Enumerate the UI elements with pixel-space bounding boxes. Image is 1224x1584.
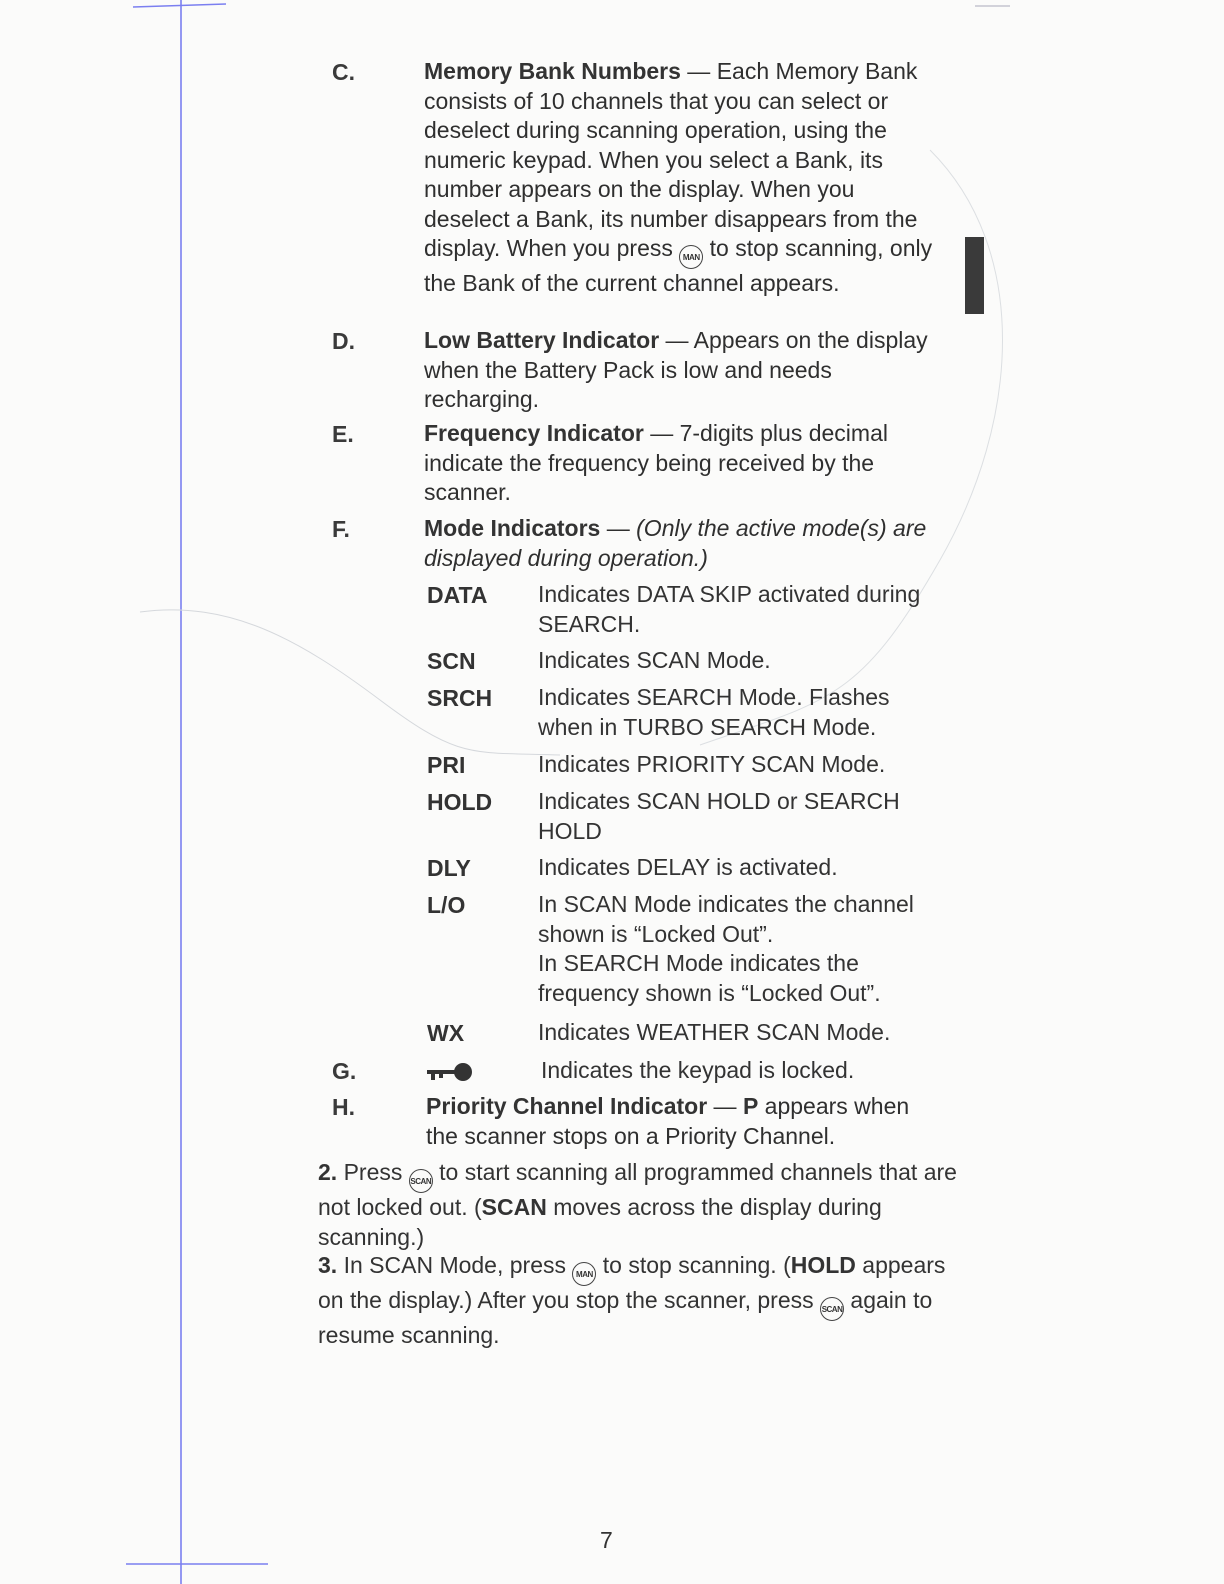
- mode-desc-pri: Indicates PRIORITY SCAN Mode.: [538, 751, 886, 777]
- step-2-number: 2.: [318, 1159, 338, 1185]
- step-3-pre: In SCAN Mode, press: [337, 1252, 573, 1278]
- section-tab-marker: [965, 237, 984, 314]
- step-3: 3. In SCAN Mode, press MAN to stop scann…: [318, 1251, 958, 1351]
- mode-abbr-scn: SCN: [427, 648, 476, 674]
- item-c-body-post: to stop scanning, only the Bank of the c…: [424, 235, 933, 296]
- item-letter-f: F.: [332, 516, 350, 542]
- mode-desc-scn: Indicates SCAN Mode.: [538, 647, 771, 673]
- man-button-icon: MAN: [572, 1262, 597, 1286]
- mode-desc-dly: Indicates DELAY is activated.: [538, 854, 838, 880]
- scan-button-icon: SCAN: [820, 1297, 845, 1321]
- mode-abbr-lo: L/O: [427, 892, 466, 918]
- mode-abbr-hold: HOLD: [427, 789, 493, 815]
- item-letter-h: H.: [332, 1094, 355, 1120]
- item-h-body: appears when the scanner stops on a Prio…: [426, 1093, 910, 1149]
- item-f-dash: —: [600, 515, 637, 541]
- mode-desc-hold: Indicates SCAN HOLD or SEARCH HOLD: [538, 788, 900, 844]
- item-e-text: Frequency Indicator — 7-digits plus deci…: [424, 419, 944, 508]
- item-letter-g: G.: [332, 1058, 357, 1084]
- step-3-tail: again to resume scanning.: [318, 1287, 933, 1348]
- item-letter-d: D.: [332, 328, 355, 354]
- step-3-number: 3.: [318, 1252, 338, 1278]
- page-number: 7: [600, 1527, 613, 1553]
- step-2: 2. Press SCAN to start scanning all prog…: [318, 1158, 958, 1252]
- mode-desc-data: Indicates DATA SKIP activated during SEA…: [538, 581, 921, 637]
- mode-desc-lo-search: In SEARCH Mode indicates the frequency s…: [538, 950, 881, 1006]
- item-d-text: Low Battery Indicator — Appears on the d…: [424, 326, 944, 415]
- step-2-pre: Press: [337, 1159, 409, 1185]
- item-c-text: Memory Bank Numbers — Each Memory Bank c…: [424, 57, 944, 299]
- item-letter-e: E.: [332, 421, 354, 447]
- step-3-mid: to stop scanning. (: [596, 1252, 791, 1278]
- item-h-heading: Priority Channel Indicator: [426, 1093, 708, 1119]
- item-f-note: (Only the active mode(s) are displayed d…: [424, 515, 927, 571]
- mode-abbr-data: DATA: [427, 582, 488, 608]
- step-3-post: appears on the display.) After you stop …: [318, 1252, 946, 1313]
- scan-button-icon: SCAN: [408, 1169, 433, 1193]
- mode-desc-wx: Indicates WEATHER SCAN Mode.: [538, 1019, 891, 1045]
- man-button-icon: MAN: [679, 245, 704, 269]
- item-g-desc: Indicates the keypad is locked.: [541, 1057, 855, 1083]
- item-c-body-pre: — Each Memory Bank consists of 10 channe…: [424, 58, 918, 261]
- mode-desc-srch: Indicates SEARCH Mode. Flashes when in T…: [538, 684, 890, 740]
- item-f-text: Mode Indicators — (Only the active mode(…: [424, 514, 944, 573]
- item-d-heading: Low Battery Indicator: [424, 327, 660, 353]
- top-margin-tick: [132, 3, 227, 8]
- item-e-heading: Frequency Indicator: [424, 420, 644, 446]
- item-h-dash: —: [707, 1093, 743, 1119]
- item-letter-c: C.: [332, 59, 355, 85]
- faint-curve-left: [139, 609, 561, 756]
- step-2-tail: moves across the display during scanning…: [318, 1194, 882, 1250]
- item-h-p: P: [742, 1093, 759, 1119]
- item-d-body: — Appears on the display when the Batter…: [424, 327, 928, 412]
- item-f-heading: Mode Indicators: [424, 515, 601, 541]
- item-e-body: — 7-digits plus decimal indicate the fre…: [424, 420, 888, 505]
- item-h-text: Priority Channel Indicator — P appears w…: [426, 1092, 946, 1151]
- mode-desc-lo: In SCAN Mode indicates the channel shown…: [538, 890, 948, 1008]
- mode-desc-lo-scan: In SCAN Mode indicates the channel shown…: [538, 891, 914, 947]
- mode-abbr-srch: SRCH: [427, 685, 493, 711]
- step-2-bold: SCAN: [481, 1194, 547, 1220]
- step-2-post: to start scanning all programmed channel…: [318, 1159, 957, 1220]
- mode-abbr-wx: WX: [427, 1020, 465, 1046]
- item-c-heading: Memory Bank Numbers: [424, 58, 681, 84]
- key-icon: [425, 1060, 475, 1084]
- mode-abbr-pri: PRI: [427, 752, 466, 778]
- step-3-bold: HOLD: [790, 1252, 856, 1278]
- mode-abbr-dly: DLY: [427, 855, 471, 881]
